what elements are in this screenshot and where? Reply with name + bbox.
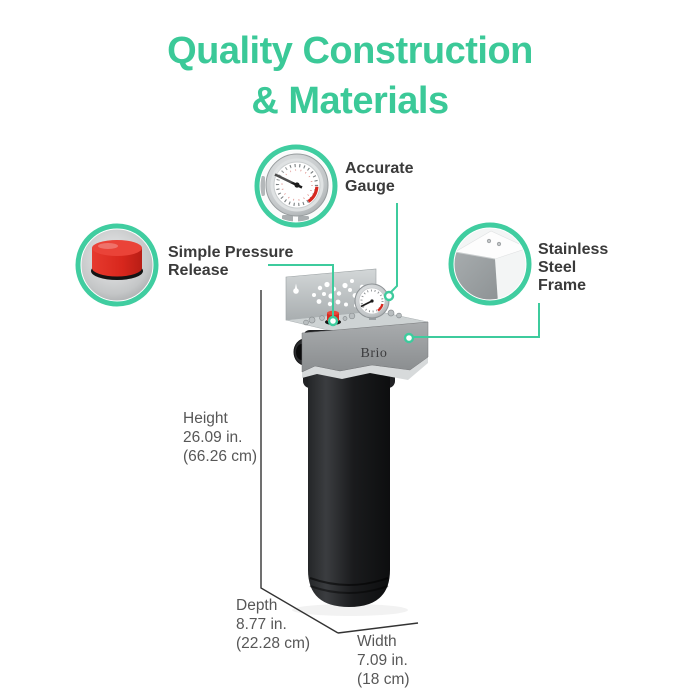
filter-housing	[308, 364, 390, 607]
depth-label-name: Depth	[236, 597, 278, 614]
gauge-callout-label: Accurate Gauge	[345, 160, 413, 196]
dimension-lines	[260, 290, 419, 634]
pressure-callout-bubble	[75, 223, 159, 307]
width-label-metric: (18 cm)	[357, 671, 410, 688]
depth-label-imperial: 8.77 in.	[236, 616, 287, 633]
frame-callout-dot	[403, 332, 415, 344]
bracket-shelf	[285, 310, 429, 334]
pressure-callout-label: Simple Pressure Release	[168, 244, 293, 280]
gauge-callout-ring	[254, 144, 338, 228]
product-release-button-icon	[325, 310, 341, 325]
product-illustration: Brio	[285, 268, 429, 616]
steel-frame-icon	[453, 227, 527, 301]
callout-dots	[327, 290, 415, 344]
frame-label-line2: Steel	[538, 259, 577, 276]
depth-dimension-label: Depth 8.77 in. (22.28 cm)	[236, 596, 310, 653]
pressure-callout-dot	[327, 315, 339, 327]
filter-head	[293, 330, 395, 388]
steel-band-frame: Brio	[301, 321, 429, 380]
brand-logo: Brio	[361, 346, 388, 361]
gauge-label-line2: Gauge	[345, 178, 395, 195]
page-title-line1: Quality Construction	[167, 30, 533, 72]
page-title-line2: & Materials	[251, 80, 449, 122]
height-label-imperial: 26.09 in.	[183, 429, 243, 446]
width-label-imperial: 7.09 in.	[357, 652, 408, 669]
height-depth-dimension-line	[260, 290, 339, 634]
red-button-icon	[80, 228, 154, 302]
height-label-name: Height	[183, 410, 228, 427]
gauge-icon	[259, 149, 333, 223]
frame-label-line3: Frame	[538, 277, 587, 294]
frame-callout-label: Stainless Steel Frame	[538, 241, 608, 295]
callout-connectors	[268, 203, 540, 338]
frame-callout-bubble	[448, 222, 532, 306]
gauge-connector-line	[389, 203, 398, 294]
frame-connector-line	[414, 303, 540, 338]
height-dimension-label: Height 26.09 in. (66.26 cm)	[183, 409, 257, 466]
depth-label-metric: (22.28 cm)	[236, 635, 311, 652]
frame-callout-ring	[448, 222, 532, 306]
bracket-back-plate	[285, 268, 377, 321]
product-gauge-icon	[354, 283, 390, 320]
page-title: Quality Construction & Materials	[0, 26, 700, 126]
gauge-label-line1: Accurate	[345, 160, 414, 177]
width-label-name: Width	[357, 633, 397, 650]
pressure-label-line2: Release	[168, 262, 229, 279]
frame-label-line1: Stainless	[538, 241, 609, 258]
width-dimension-label: Width 7.09 in. (18 cm)	[357, 632, 410, 689]
gauge-callout-bubble	[254, 144, 338, 228]
pressure-callout-ring	[75, 223, 159, 307]
gauge-callout-dot	[383, 290, 395, 302]
deck-fittings	[303, 309, 402, 326]
pressure-label-line1: Simple Pressure	[168, 244, 294, 261]
height-label-metric: (66.26 cm)	[183, 448, 258, 465]
